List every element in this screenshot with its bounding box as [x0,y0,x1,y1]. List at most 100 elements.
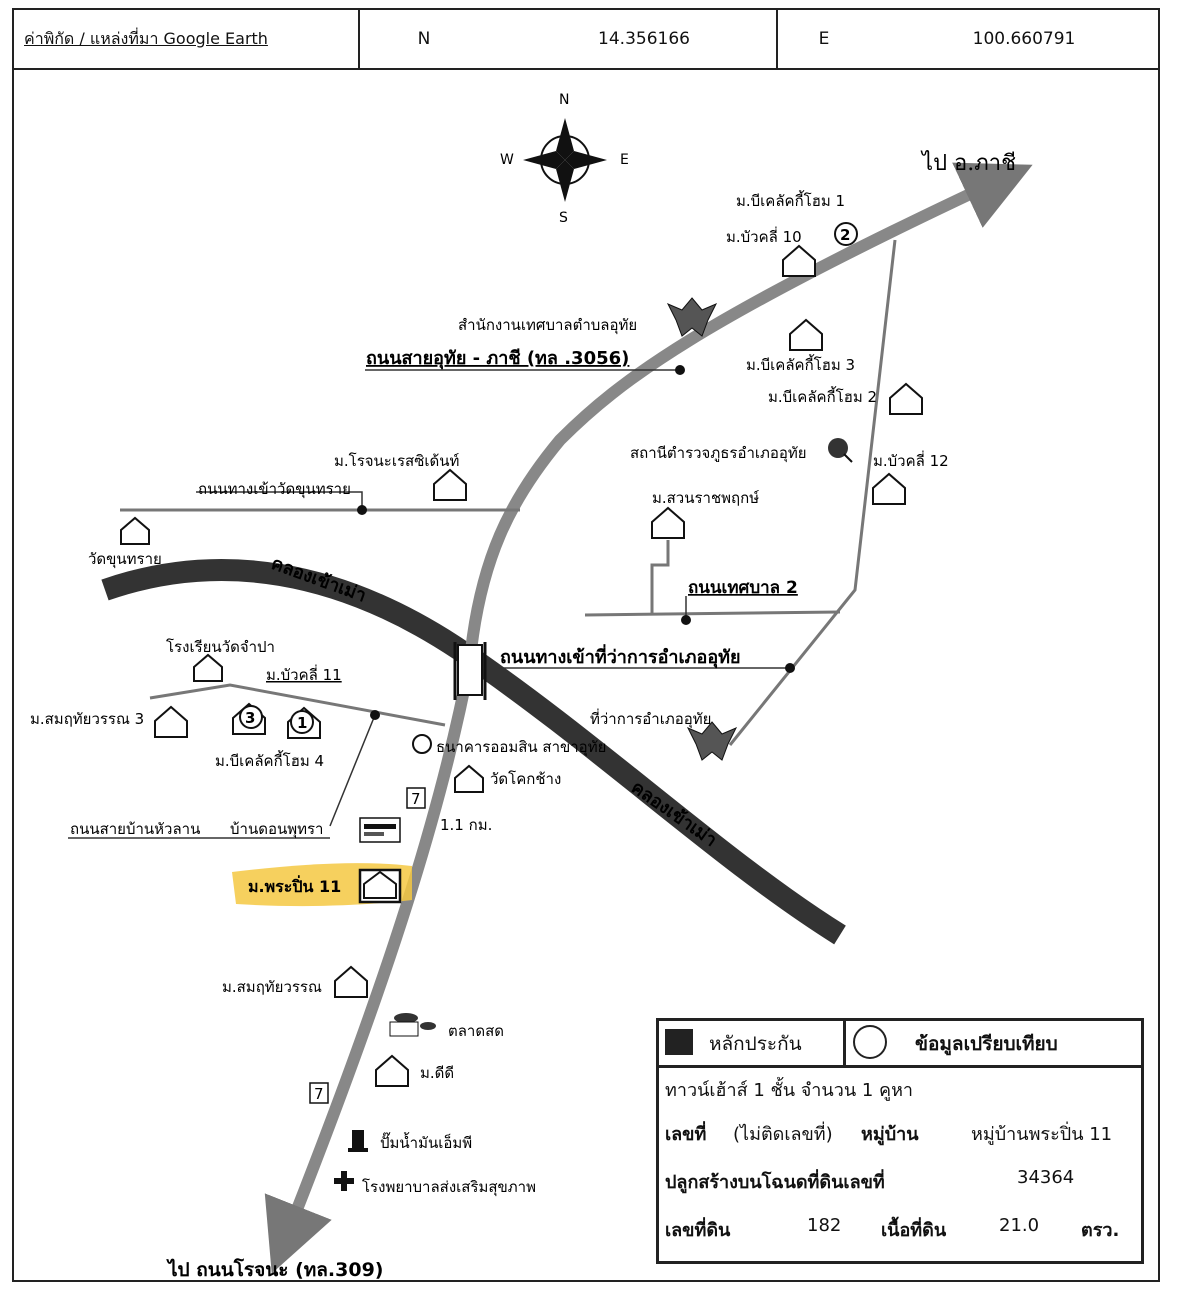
label-bua-khli10: ม.บัวคลี่ 10 [726,226,802,246]
label-district-office: ที่ว่าการอำเภออุทัย [590,708,711,729]
label-rojana-residence: ม.โรจนะเรสซิเด้นท์ [334,452,459,470]
compass-e: E [620,152,629,168]
label-bc-home1: ม.บีเคลัคกี้โฮม 1 [736,190,845,210]
land-no-label: เลขที่ดิน [665,1220,731,1241]
label-wat-khun-sai: วัดขุนทราย [88,550,162,569]
house-icon [433,468,467,501]
road-east-loop [728,239,897,746]
house-icon [872,472,906,505]
house-icon [154,705,188,738]
bridge-icon [453,642,487,700]
lat-value: 14.356166 [598,29,690,49]
route7-a: 7 [411,790,421,808]
label-suan-ratchaphruek: ม.สวนราชพฤกษ์ [652,489,759,507]
garuda-icon [686,721,738,761]
label-wat-khok-chang: วัดโคกช้าง [490,770,561,788]
label-m-dee: ม.ดีดี [420,1064,454,1082]
label-market: ตลาดสด [448,1022,504,1040]
route7-shield-a [406,787,426,809]
label-police: สถานีตำรวจภูธรอำเภออุทัย [630,444,807,463]
police-icon [828,438,853,463]
compass-icon [523,118,607,202]
source-label: ค่าพิกัด / แหล่งที่มา Google Earth [24,28,268,48]
house-icon [334,965,368,998]
village-label: หมู่บ้าน [861,1124,919,1145]
label-gas: ปั๊มน้ำมันเอ็มพี [380,1132,472,1152]
market-icon [389,1013,436,1037]
area-value: 21.0 [999,1215,1040,1236]
lat-label: N [417,29,431,49]
road-thesaban2 [584,610,841,617]
dot-thesaban2 [681,615,691,625]
house-no-value: (ไม่ติดเลขที่) [733,1124,833,1145]
compass-n: N [559,92,569,108]
marker-2 [834,222,858,246]
area-label: เนื้อที่ดิน [881,1220,947,1241]
temple-icon [454,764,484,793]
area-unit: ตรว. [1081,1220,1120,1241]
label-amphoe-entry: ถนนทางเข้าที่ว่าการอำเภออุทัย [500,644,741,669]
marker-1 [290,710,314,734]
label-don-phuttha: บ้านดอนพุทรา [230,820,323,839]
label-thesaban2: ถนนเทศบาล 2 [688,578,798,598]
label-school: โรงเรียนวัดจำปา [166,638,275,656]
collateral-swatch [665,1029,693,1055]
map-frame [12,68,1160,1282]
main-road-south [264,658,476,1274]
hospital-cross-icon [334,1171,354,1191]
route7-shield-b [309,1082,329,1104]
label-to-rojana: ไป ถนนโรจนะ (ทล.309) [166,1258,383,1281]
compass-s: S [559,210,568,226]
compass-w: W [500,152,514,168]
marker-3 [239,705,263,729]
label-hua-lan: ถนนสายบ้านหัวลาน [70,820,200,838]
garuda-icon [666,297,718,337]
leader-wat-khun-sai [196,491,363,510]
label-uthai-phachi: ถนนสายอุทัย - ภาชี (ทล .3056) [366,348,629,370]
route7-b: 7 [314,1085,324,1103]
label-hospital: โรงพยาบาลส่งเสริมสุขภาพ [362,1178,536,1197]
deed-value: 34364 [1017,1167,1075,1188]
legend-header: หลักประกัน ข้อมูลเปรียบเทียบ [659,1021,1141,1068]
house-icon [651,506,685,539]
land-no-value: 182 [807,1215,842,1236]
label-bc-home2: ม.บีเคลัคกี้โฮม 2 [768,386,877,406]
marker-3-label: 3 [245,709,255,727]
deed-label: ปลูกสร้างบนโฉนดที่ดินเลขที่ [665,1172,885,1193]
dot-uthai-phachi [675,365,685,375]
label-bua-khli12: ม.บัวคลี่ 12 [873,450,949,470]
lon-label: E [818,29,830,49]
label-som-uthai3: ม.สมฤทัยวรรณ 3 [30,710,144,728]
village-value: หมู่บ้านพระปิ่น 11 [971,1124,1113,1145]
marker-1-label: 1 [297,714,307,732]
dot-amphoe-entry [785,663,795,673]
comparison-circle-icon [853,1025,887,1059]
road-hua-lan [329,714,376,827]
house-icon [375,1054,409,1087]
subject-house-icon [358,868,402,904]
label-som-uthai: ม.สมฤทัยวรรณ [222,978,322,996]
dot-west-road [370,710,380,720]
label-bank: ธนาคารออมสิน สาขาอุทัย [436,738,606,757]
legend-collateral: หลักประกัน [709,1033,802,1055]
house-icon [889,382,923,415]
house-icon [789,318,823,351]
lon-value: 100.660791 [972,29,1076,49]
label-bc-home4: ม.บีเคลัคกี้โฮม 4 [215,750,324,770]
label-municipal-office: สำนักงานเทศบาลตำบลอุทัย [458,316,637,335]
bank-icon [412,734,432,754]
house-no-label: เลขที่ [665,1124,707,1145]
road-suan [650,540,670,615]
legend-comparison: ข้อมูลเปรียบเทียบ [915,1033,1058,1055]
label-to-phachi: ไป อ.ภาชี [920,150,1016,176]
label-bua-khli11: ม.บัวคลี่ 11 [266,664,342,684]
temple-icon [120,516,150,545]
marker-2-label: 2 [840,226,850,244]
gas-station-icon [348,1130,368,1152]
house-icon [782,244,816,277]
property-info-box: หลักประกัน ข้อมูลเปรียบเทียบ ทาวน์เฮ้าส์… [656,1018,1144,1264]
label-wat-khun-sai-road: ถนนทางเข้าวัดขุนทราย [198,480,351,499]
label-bc-home3: ม.บีเคลัคกี้โฮม 3 [746,354,855,374]
store-logo [359,817,401,843]
